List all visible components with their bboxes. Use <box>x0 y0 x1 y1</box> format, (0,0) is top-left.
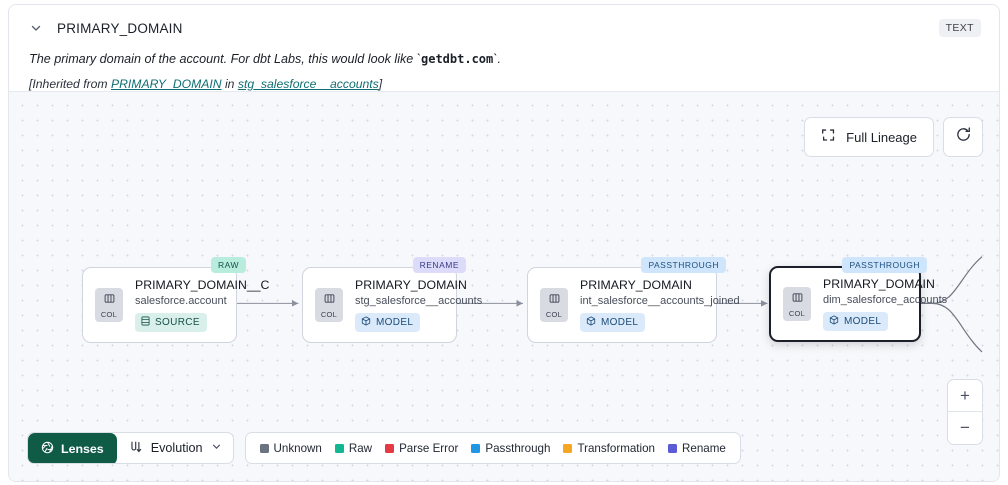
node-kind-badge: MODEL <box>355 313 421 332</box>
node-kind-badge: MODEL <box>823 312 889 331</box>
legend-item: Parse Error <box>385 442 458 455</box>
legend-label: Passthrough <box>485 441 551 455</box>
evolution-dropdown[interactable]: Evolution <box>117 433 233 463</box>
cube-icon <box>829 315 839 328</box>
node-title: PRIMARY_DOMAIN__C <box>135 278 270 292</box>
node-body: PRIMARY_DOMAIN dim_salesforce_accounts M… <box>823 277 947 331</box>
node-body: PRIMARY_DOMAIN int_salesforce__accounts_… <box>580 278 740 332</box>
inherited-column-link[interactable]: PRIMARY_DOMAIN <box>110 76 222 91</box>
evolution-icon <box>129 440 143 457</box>
aperture-icon <box>41 441 54 457</box>
lens-badge-passthrough: PASSTHROUGH <box>842 257 927 273</box>
node-kind-badge: MODEL <box>580 313 646 332</box>
canvas-toolbar: Full Lineage <box>804 117 983 157</box>
description-pre: The primary domain of the account. For d… <box>29 52 421 66</box>
column-lineage-panel: PRIMARY_DOMAIN TEXT The primary domain o… <box>8 4 1000 482</box>
panel-header: PRIMARY_DOMAIN TEXT The primary domain o… <box>9 5 999 91</box>
node-body: PRIMARY_DOMAIN stg_salesforce__accounts … <box>355 278 482 332</box>
node-title: PRIMARY_DOMAIN <box>823 277 935 291</box>
lens-legend: Unknown Raw Parse Error Passthrough Tran… <box>244 432 741 464</box>
lens-badge-passthrough: PASSTHROUGH <box>641 257 726 273</box>
lenses-button[interactable]: Lenses <box>28 433 117 463</box>
full-lineage-label: Full Lineage <box>846 129 917 145</box>
zoom-controls: + − <box>947 379 983 445</box>
legend-item: Unknown <box>259 441 322 455</box>
evolution-label: Evolution <box>150 441 203 455</box>
legend-item: Transformation <box>563 442 655 455</box>
inherit-prefix: [Inherited from <box>29 76 111 91</box>
full-lineage-button[interactable]: Full Lineage <box>804 117 934 157</box>
database-icon <box>141 316 150 329</box>
cube-icon <box>361 316 371 329</box>
legend-swatch <box>334 443 344 453</box>
node-kind-label: MODEL <box>844 316 882 327</box>
legend-label: Raw <box>348 441 373 455</box>
legend-label: Transformation <box>577 441 655 455</box>
legend-item: Rename <box>668 442 726 455</box>
status-badge: TEXT <box>938 19 981 37</box>
refresh-icon <box>955 126 972 148</box>
node-kind-label: SOURCE <box>155 317 200 328</box>
node-subtitle: dim_salesforce_accounts <box>823 294 948 306</box>
lineage-node-1[interactable]: RAW COL PRIMARY_DOMAIN__C salesforce.acc… <box>82 257 269 343</box>
zoom-in-button[interactable]: + <box>948 380 982 412</box>
column-description: The primary domain of the account. For d… <box>29 52 981 68</box>
node-title: PRIMARY_DOMAIN <box>355 278 467 292</box>
chevron-down-icon[interactable] <box>29 21 43 35</box>
legend-label: Parse Error <box>399 441 459 455</box>
columns-icon <box>324 291 335 309</box>
col-chip-label: COL <box>788 309 806 318</box>
lineage-node-3[interactable]: PASSTHROUGH COL PRIMARY_DOMAIN int_sales… <box>527 257 740 343</box>
inherited-model-link[interactable]: stg_salesforce__accounts <box>237 76 379 91</box>
col-chip: COL <box>540 288 568 322</box>
zoom-out-button[interactable]: − <box>960 418 970 437</box>
lineage-canvas[interactable]: Full Lineage + − RAW <box>9 91 999 481</box>
columns-icon <box>549 291 560 309</box>
node-kind-badge: SOURCE <box>135 313 207 332</box>
node-subtitle: stg_salesforce__accounts <box>355 295 483 307</box>
expand-brackets-icon <box>821 128 836 146</box>
col-chip-label: COL <box>100 310 118 319</box>
node-body: PRIMARY_DOMAIN__C salesforce.account SOU… <box>135 278 269 332</box>
legend-swatch <box>259 443 269 453</box>
title-row: PRIMARY_DOMAIN <box>29 17 981 39</box>
lens-badge-rename: RENAME <box>412 257 466 273</box>
columns-icon <box>104 291 115 309</box>
node-layer: RAW COL PRIMARY_DOMAIN__C salesforce.acc… <box>9 92 999 481</box>
bottom-toolbar: Lenses Evolution <box>27 432 741 464</box>
inherit-mid: in <box>221 76 238 91</box>
col-chip-label: COL <box>545 310 563 319</box>
lineage-node-2[interactable]: RENAME COL PRIMARY_DOMAIN stg_salesforce… <box>302 257 482 343</box>
col-chip: COL <box>315 288 343 322</box>
legend-label: Unknown <box>273 441 322 455</box>
legend-item: Raw <box>334 441 373 455</box>
col-chip: COL <box>95 288 123 322</box>
legend-swatch <box>563 443 573 453</box>
node-subtitle: int_salesforce__accounts_joined <box>580 295 740 307</box>
description-code: getdbt.com <box>421 52 494 66</box>
refresh-button[interactable] <box>943 117 983 157</box>
legend-swatch <box>668 443 677 453</box>
inherit-suffix: ] <box>378 76 383 91</box>
legend-item: Passthrough <box>471 442 550 455</box>
description-post: `. <box>493 52 501 66</box>
inherited-from-line: [Inherited from PRIMARY_DOMAIN in stg_sa… <box>29 77 981 91</box>
lineage-node-4-selected[interactable]: PASSTHROUGH COL PRIMARY_DOMAIN dim_sales… <box>769 257 947 342</box>
col-chip: COL <box>783 287 811 321</box>
legend-swatch <box>471 443 481 453</box>
col-chip-label: COL <box>320 310 338 319</box>
cube-icon <box>586 316 596 329</box>
lenses-label: Lenses <box>61 442 104 456</box>
chevron-down-icon <box>211 441 222 455</box>
legend-swatch <box>385 443 395 453</box>
lenses-control-group: Lenses Evolution <box>27 432 234 464</box>
node-kind-label: MODEL <box>376 317 414 328</box>
legend-label: Rename <box>682 441 726 455</box>
node-kind-label: MODEL <box>601 317 639 328</box>
node-title: PRIMARY_DOMAIN <box>580 278 692 292</box>
page-title: PRIMARY_DOMAIN <box>57 20 183 36</box>
columns-icon <box>792 290 803 308</box>
lens-badge-raw: RAW <box>210 257 246 273</box>
node-subtitle: salesforce.account <box>135 295 227 307</box>
